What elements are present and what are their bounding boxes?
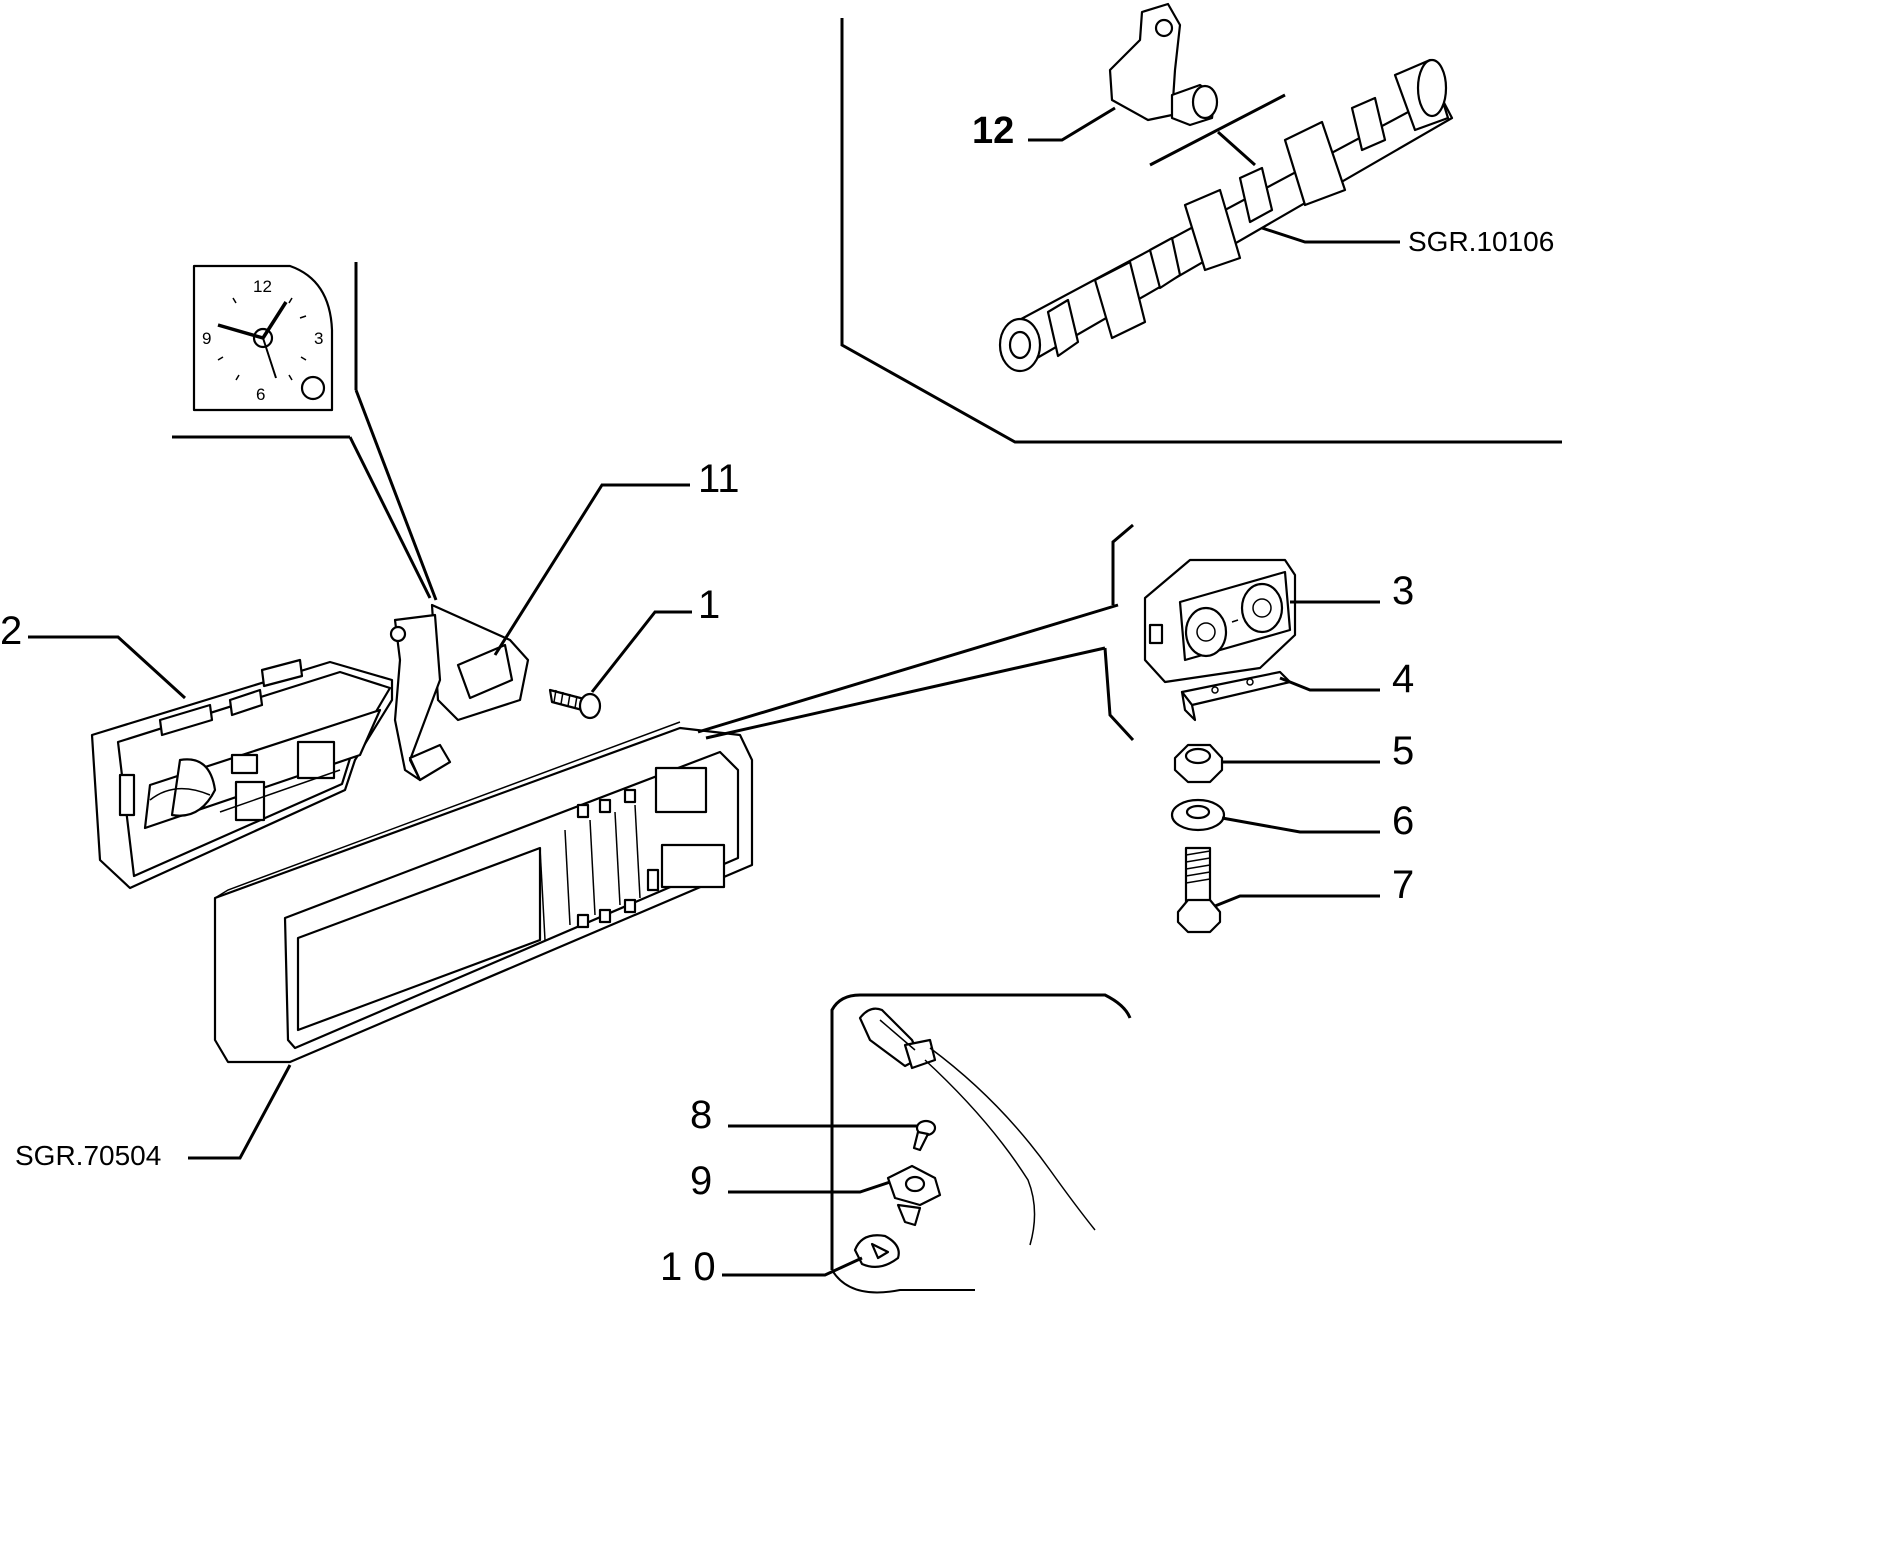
callout-8: 8: [690, 1093, 712, 1137]
screw: [548, 688, 602, 720]
clock-num-12: 12: [253, 277, 272, 296]
callout-2: 2: [0, 609, 22, 653]
leader-6: [1221, 816, 1380, 834]
dashboard-bezel: [213, 721, 754, 1064]
rocker-switch: [1143, 558, 1297, 684]
cable-inset-frame: [830, 993, 1132, 1270]
ref-camshaft: SGR.10106: [1408, 226, 1554, 257]
callout-7: 7: [1392, 863, 1414, 907]
clock-num-6: 6: [256, 385, 265, 404]
leader-1: [590, 610, 692, 693]
callout-1: 1: [698, 583, 720, 627]
hex-nut: [1173, 743, 1224, 784]
hex-bolt: [1176, 846, 1222, 934]
callout-11: 11: [698, 457, 740, 501]
leader-12: [1028, 106, 1116, 142]
camshaft: [998, 58, 1454, 373]
cable-inset: [830, 993, 1132, 1294]
ref-dashboard: SGR.70504: [15, 1140, 161, 1171]
mounting-bracket: [1180, 670, 1292, 722]
callout-3: 3: [1392, 569, 1414, 613]
callout-12: 12: [972, 110, 1014, 152]
camshaft-sensor: [1108, 2, 1219, 127]
self-tapping-screw: [912, 1119, 937, 1152]
callout-6: 6: [1392, 799, 1414, 843]
leader-7: [1214, 894, 1380, 908]
leader-sgr10106: [1261, 226, 1400, 244]
callout-5: 5: [1392, 729, 1414, 773]
leader-11: [493, 483, 690, 656]
retaining-clip: [886, 1164, 942, 1227]
leader-2: [28, 635, 187, 700]
inset-frame: [840, 18, 1562, 444]
leader-9: [728, 1180, 891, 1194]
callout-10: 1 0: [660, 1245, 716, 1289]
camshaft-inset: 12 SGR.10106: [840, 2, 1562, 444]
callout-9: 9: [690, 1159, 712, 1203]
clock-num-3: 3: [314, 329, 323, 348]
callout-4: 4: [1392, 657, 1414, 701]
clock-num-9: 9: [202, 329, 211, 348]
clock-housing: [389, 603, 530, 782]
washer: [1170, 798, 1226, 832]
exploded-parts-diagram: 12 SGR.10106 12 3 6 9: [0, 2, 1562, 1294]
leader-10: [722, 1256, 863, 1277]
instrument-cluster: [90, 658, 394, 890]
clock-face: 12 3 6 9: [192, 264, 334, 412]
leader-4: [1279, 676, 1380, 692]
leader-sgr70504: [188, 1064, 292, 1160]
grommet: [853, 1234, 900, 1269]
